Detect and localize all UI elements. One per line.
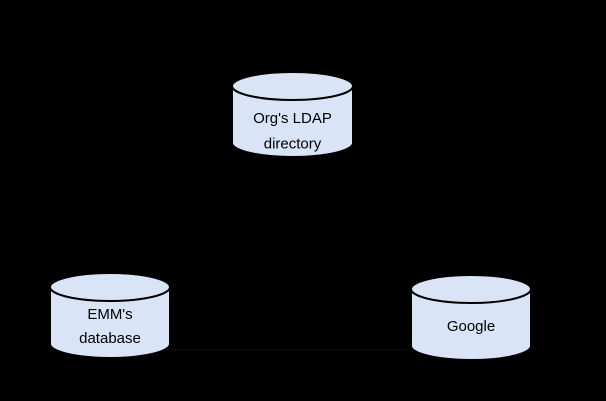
cylinder-body xyxy=(49,287,171,359)
cylinder-top xyxy=(410,274,532,304)
node-label-line1: Google xyxy=(447,318,495,335)
cylinder-top xyxy=(49,272,171,302)
db-node-google: Google xyxy=(410,274,532,361)
cylinder-top xyxy=(231,71,354,101)
db-node-org-ldap-directory: Org's LDAP directory xyxy=(231,71,354,158)
node-label-line2: database xyxy=(79,330,141,347)
node-label-line1: Org's LDAP xyxy=(253,110,332,127)
db-node-emm-database: EMM's database xyxy=(49,272,171,359)
cylinder-body xyxy=(410,289,532,361)
node-label-line2: directory xyxy=(264,136,322,153)
cylinder-body xyxy=(231,86,354,158)
node-label-line1: EMM's xyxy=(87,306,132,323)
